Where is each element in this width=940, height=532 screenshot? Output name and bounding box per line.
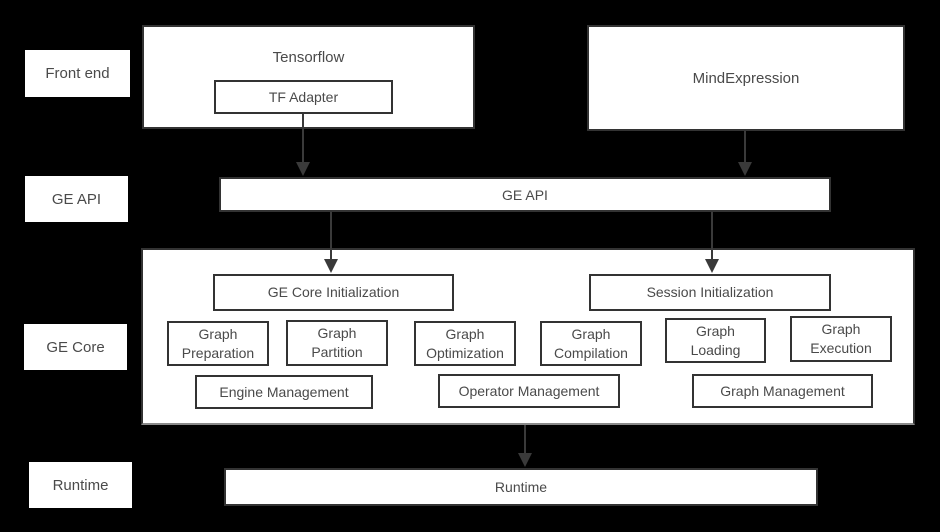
ge-core-initialization-box: GE Core Initialization xyxy=(213,274,454,311)
graph-preparation-box: Graph Preparation xyxy=(167,321,269,366)
operator-management-box: Operator Management xyxy=(438,374,620,408)
mind-expression-box: MindExpression xyxy=(587,25,905,131)
row-label-runtime: Runtime xyxy=(29,462,132,508)
graph-optimization-box: Graph Optimization xyxy=(414,321,516,366)
graph-compilation-box: Graph Compilation xyxy=(540,321,642,366)
tensorflow-label: Tensorflow xyxy=(272,49,345,66)
runtime-bar: Runtime xyxy=(224,468,818,506)
graph-partition-label: Graph Partition xyxy=(311,325,363,360)
graph-compilation-label: Graph Compilation xyxy=(554,325,628,361)
ge-core-initialization-label: GE Core Initialization xyxy=(267,284,400,301)
engine-management-box: Engine Management xyxy=(195,375,373,409)
session-initialization-box: Session Initialization xyxy=(589,274,831,311)
row-label-ge-api: GE API xyxy=(25,176,128,222)
graph-loading-box: Graph Loading xyxy=(665,318,766,363)
row-label-front-end-text: Front end xyxy=(45,65,110,82)
row-label-ge-core: GE Core xyxy=(24,324,127,370)
ge-api-bar: GE API xyxy=(219,177,831,212)
row-label-runtime-text: Runtime xyxy=(52,476,109,494)
runtime-bar-label: Runtime xyxy=(494,479,548,495)
tensorflow-box: Tensorflow TF Adapter xyxy=(142,25,475,129)
mind-expression-label: MindExpression xyxy=(692,69,800,87)
arrow-mind-expression-to-ge-api xyxy=(738,131,752,176)
ge-api-bar-label: GE API xyxy=(502,186,548,203)
graph-management-label: Graph Management xyxy=(720,382,845,399)
row-label-ge-api-text: GE API xyxy=(51,190,102,208)
operator-management-label: Operator Management xyxy=(458,382,600,399)
row-label-front-end: Front end xyxy=(25,50,130,97)
graph-preparation-label: Graph Preparation xyxy=(181,325,255,361)
graph-management-box: Graph Management xyxy=(692,374,873,408)
graph-loading-label: Graph Loading xyxy=(690,322,741,358)
row-label-ge-core-text: GE Core xyxy=(46,338,105,356)
session-initialization-label: Session Initialization xyxy=(646,284,774,301)
tf-adapter-label: TF Adapter xyxy=(268,88,339,105)
tf-adapter-box: TF Adapter xyxy=(214,80,393,114)
graph-execution-label: Graph Execution xyxy=(810,321,872,356)
graph-partition-box: Graph Partition xyxy=(286,320,388,366)
arrow-ge-core-to-runtime xyxy=(518,425,532,467)
graph-optimization-label: Graph Optimization xyxy=(426,325,504,361)
graph-execution-box: Graph Execution xyxy=(790,316,892,362)
ge-core-box: GE Core Initialization Session Initializ… xyxy=(141,248,915,425)
engine-management-label: Engine Management xyxy=(219,383,349,400)
